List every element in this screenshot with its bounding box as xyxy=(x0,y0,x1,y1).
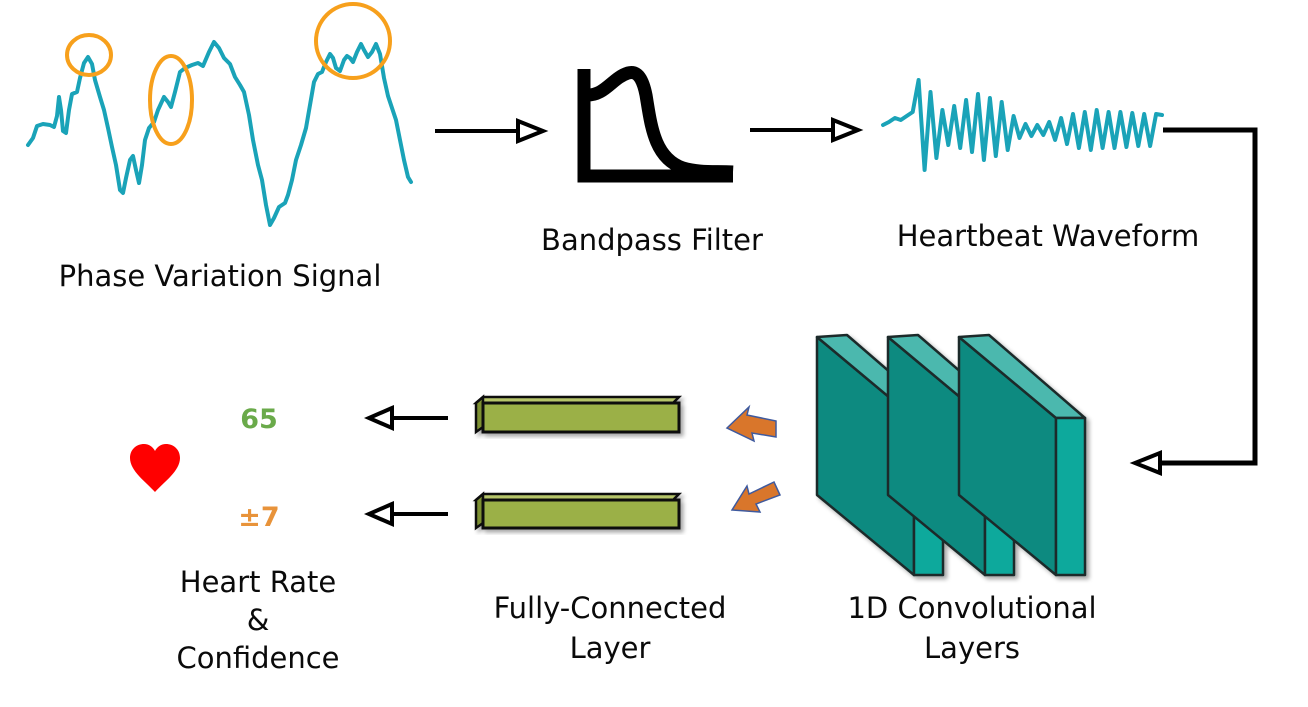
fc-label-line2: Layer xyxy=(569,631,651,665)
highlight-circle xyxy=(65,33,113,77)
phase-signal-line xyxy=(26,40,413,227)
flow-arrow xyxy=(750,117,864,143)
conv-to-fc-arrow xyxy=(725,404,777,443)
fc-bar xyxy=(472,491,683,531)
conv-label-line1: 1D Convolutional xyxy=(847,591,1097,625)
highlight-circle xyxy=(314,2,392,80)
fc-label-line1: Fully-Connected xyxy=(493,591,727,625)
fc-bar xyxy=(472,394,683,435)
heartbeat-waveform-line xyxy=(881,78,1164,172)
flow-connector xyxy=(1129,127,1258,476)
highlight-circle xyxy=(148,54,194,146)
phase-signal-label: Phase Variation Signal xyxy=(58,259,382,293)
heartbeat-waveform xyxy=(881,78,1164,172)
heartbeat-waveform-label: Heartbeat Waveform xyxy=(896,219,1200,253)
conv-layer xyxy=(957,333,1087,577)
output-label-line3: Confidence xyxy=(176,641,340,675)
output-label-line1: Heart Rate xyxy=(179,565,337,599)
output-label-line2: & xyxy=(246,603,270,637)
output-arrow xyxy=(363,404,448,432)
conv-layer-side xyxy=(1054,416,1087,577)
phase-variation-signal xyxy=(26,2,413,227)
bandpass-filter-label: Bandpass Filter xyxy=(541,223,763,257)
bandpass-filter-icon xyxy=(577,66,734,183)
flow-arrow xyxy=(435,118,549,144)
conv-layers xyxy=(815,333,1087,577)
conv-to-fc-arrow xyxy=(730,480,782,513)
confidence-value: ±7 xyxy=(238,502,280,533)
conv-label-line2: Layers xyxy=(924,631,1020,665)
output-arrow xyxy=(363,500,448,528)
heart-rate-value: 65 xyxy=(240,404,278,435)
heart-icon xyxy=(130,444,180,492)
